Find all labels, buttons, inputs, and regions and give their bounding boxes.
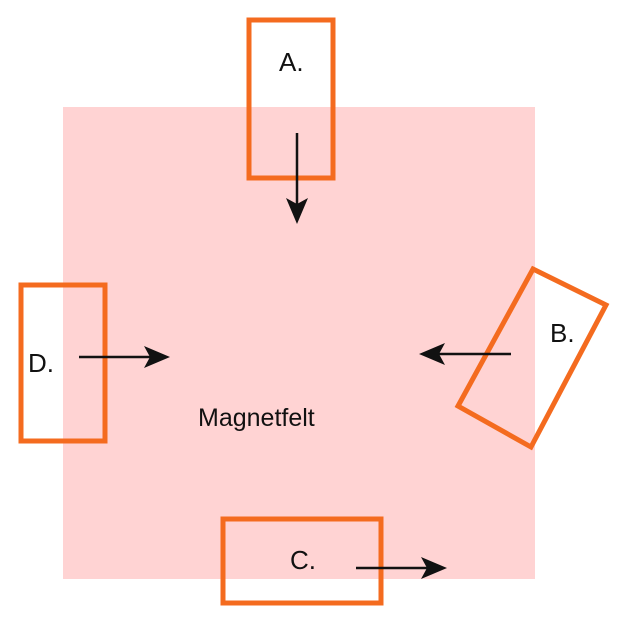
- loop-b-frame: [454, 265, 610, 451]
- loop-b: B.: [419, 265, 610, 451]
- field-label: Magnetfelt: [198, 404, 315, 432]
- loop-a: A.: [246, 17, 336, 224]
- loop-d: D.: [18, 282, 170, 444]
- loop-d-frame: [18, 282, 108, 444]
- magnetic-field-region: [63, 107, 535, 579]
- loop-b-arrow: [419, 343, 511, 365]
- loop-d-label: D.: [28, 348, 54, 378]
- loop-d-arrow: [79, 346, 170, 368]
- loop-c-frame: [220, 516, 384, 606]
- loop-a-arrow: [286, 133, 308, 224]
- loop-a-frame: [246, 17, 336, 181]
- loop-c-arrow: [356, 557, 447, 579]
- loop-c-label: C.: [290, 545, 316, 575]
- loop-b-label: B.: [550, 318, 575, 348]
- loop-a-label: A.: [279, 47, 304, 77]
- loop-c: C.: [220, 516, 447, 606]
